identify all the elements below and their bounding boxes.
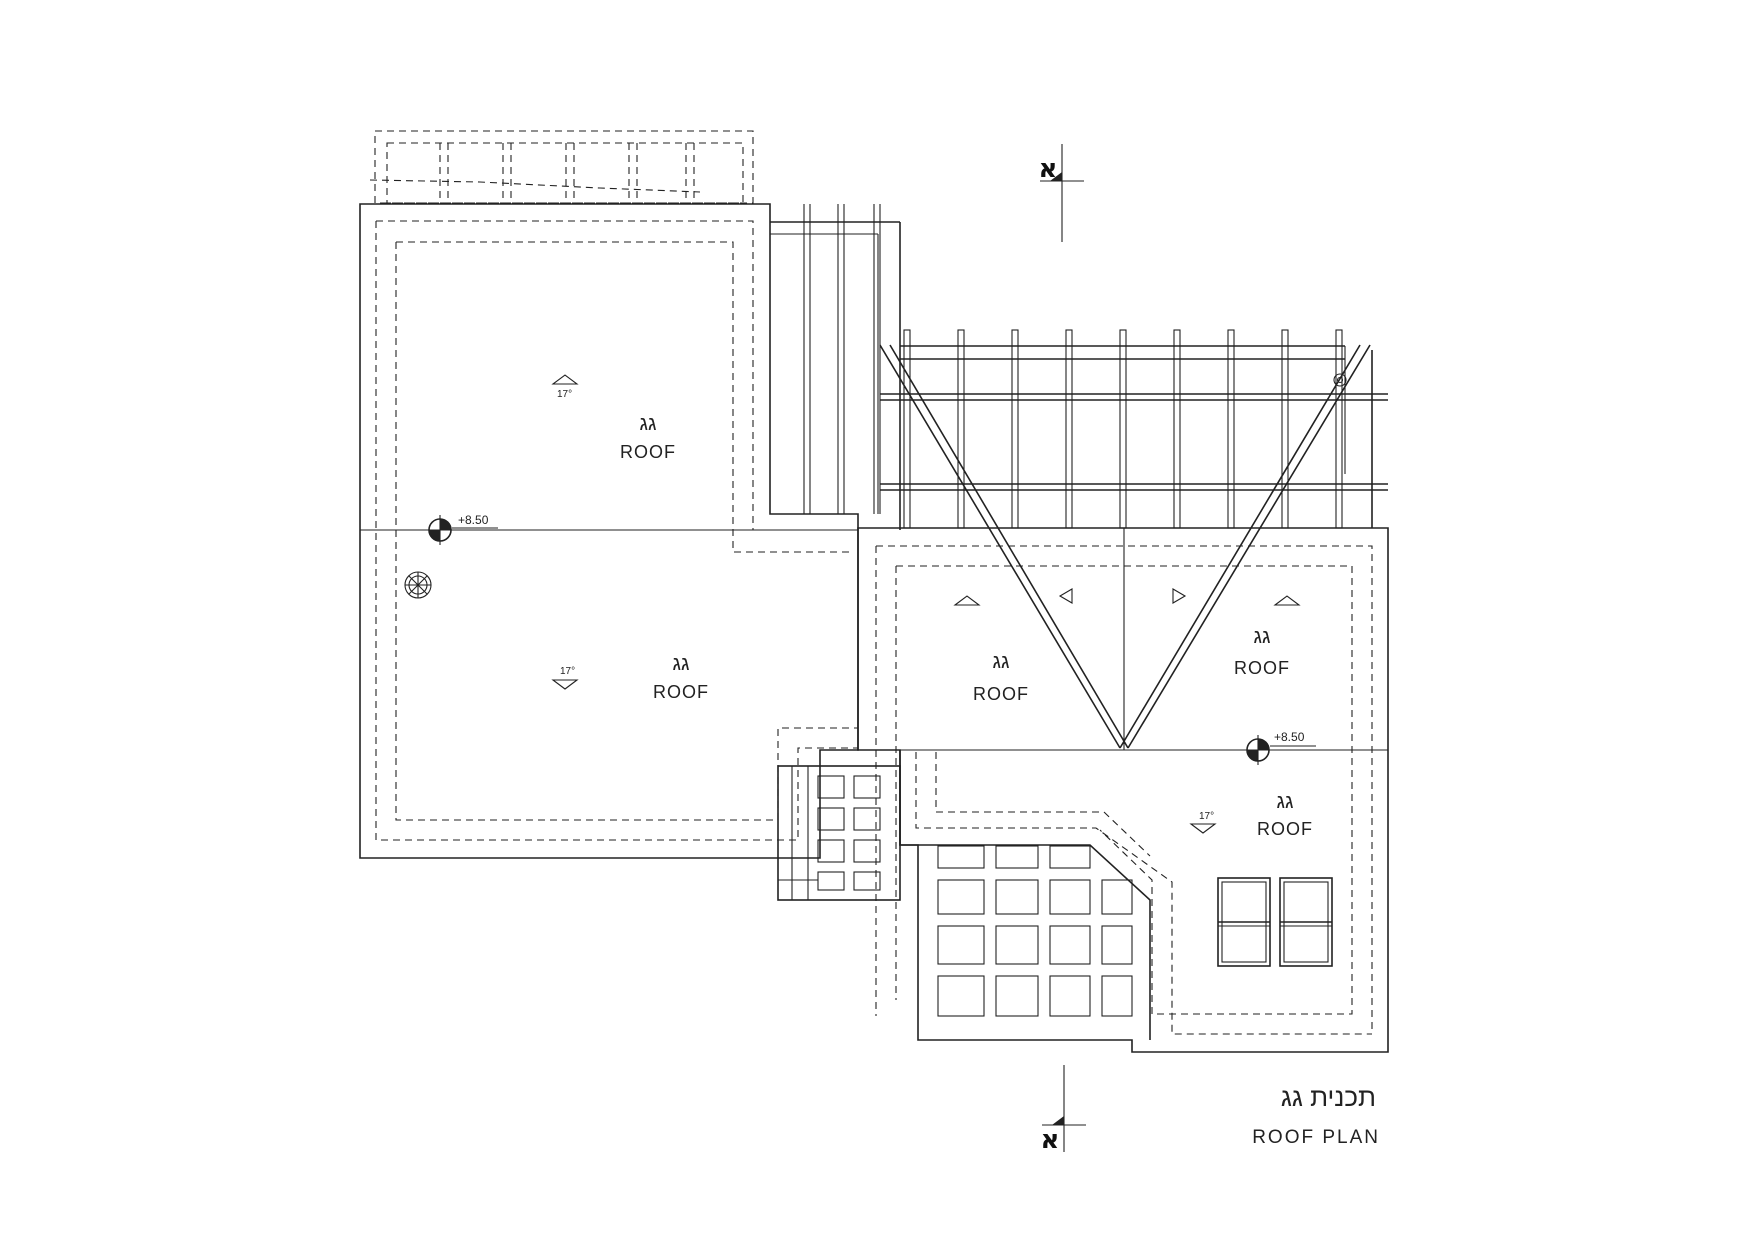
roof-labels: גג ROOF גג ROOF גג ROOF גג ROOF גג ROOF bbox=[620, 413, 1313, 839]
title-hebrew: תכנית גג bbox=[1281, 1082, 1376, 1112]
right-pergola bbox=[879, 329, 1388, 749]
roof-5-label-he: גג bbox=[1277, 791, 1294, 813]
title-english: ROOF PLAN bbox=[1252, 1127, 1380, 1148]
central-grid bbox=[777, 765, 901, 901]
top-pergola bbox=[369, 130, 754, 204]
roof-5-label-en: ROOF bbox=[1257, 819, 1313, 839]
section-mark-bottom-label: א bbox=[1041, 1125, 1060, 1155]
skylights bbox=[1217, 877, 1333, 967]
roof-1-label-en: ROOF bbox=[620, 442, 676, 462]
slope-arrows: 17° 17° 17° bbox=[551, 374, 1301, 834]
right-roof-block bbox=[857, 527, 1389, 1053]
roof-4-label-he: גג bbox=[1254, 626, 1271, 648]
roof-2-label-en: ROOF bbox=[653, 682, 709, 702]
roof-1-label-he: גג bbox=[640, 413, 657, 435]
drawing-title: תכנית גג ROOF PLAN bbox=[1252, 1082, 1380, 1148]
section-mark-bottom: א bbox=[1041, 1065, 1086, 1155]
middle-pergola bbox=[770, 204, 901, 530]
roof-drain-symbol bbox=[404, 571, 432, 599]
roof-3-label-en: ROOF bbox=[973, 684, 1029, 704]
slope-label-1: 17° bbox=[557, 389, 572, 400]
slope-label-2: 17° bbox=[560, 666, 575, 677]
elevation-marker-1: +8.50 bbox=[425, 513, 498, 545]
roof-2-label-he: גג bbox=[673, 653, 690, 675]
section-mark-top: א bbox=[1039, 144, 1084, 242]
section-mark-top-label: א bbox=[1039, 154, 1058, 184]
roof-3-label-he: גג bbox=[993, 651, 1010, 673]
elevation-marker-2: +8.50 bbox=[1243, 730, 1316, 765]
slope-label-5: 17° bbox=[1199, 811, 1214, 822]
lower-grid bbox=[937, 845, 1133, 1017]
roof-4-label-en: ROOF bbox=[1234, 658, 1290, 678]
elevation-label-2: +8.50 bbox=[1274, 730, 1305, 744]
elevation-label-1: +8.50 bbox=[458, 513, 489, 527]
